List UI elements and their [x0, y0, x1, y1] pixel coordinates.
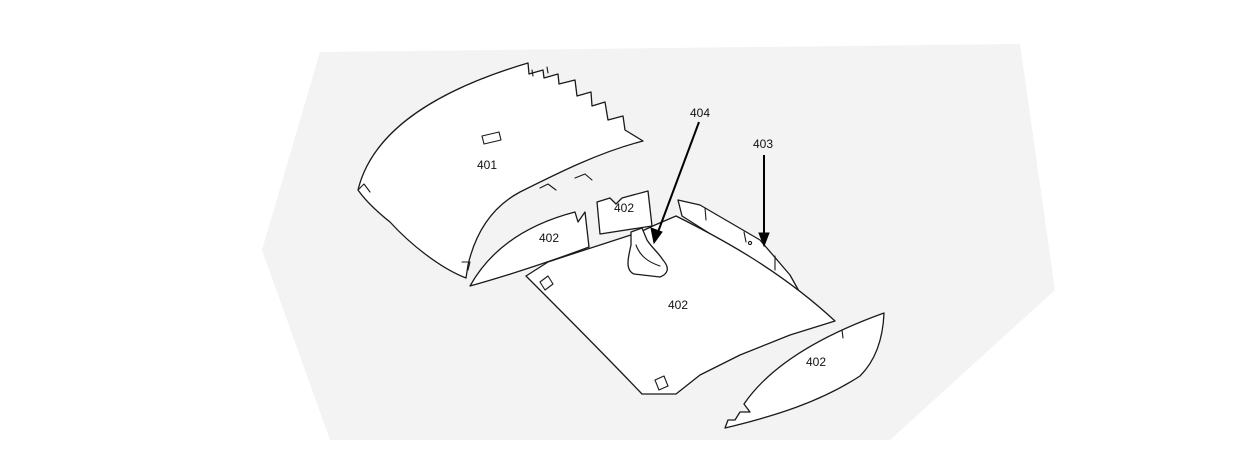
part-404-inner-line	[635, 244, 661, 267]
part-402-base-plate	[525, 215, 836, 395]
part-402-base-corner-slot-tl	[539, 275, 554, 291]
callout-404: 404	[650, 106, 710, 245]
part-402-right-label: 402	[806, 355, 826, 369]
part-401-label: 401	[477, 158, 497, 172]
part-402-small-panel: 402	[596, 190, 653, 235]
part-402-small-label: 402	[614, 201, 634, 215]
callout-403-label: 403	[753, 137, 773, 151]
callout-403-arrowhead	[758, 232, 770, 248]
part-402-base-label: 402	[668, 298, 688, 312]
part-402-left-panel: 402	[469, 211, 590, 287]
part-401: 401	[357, 62, 644, 279]
part-402-right-outline	[724, 312, 885, 429]
part-401-notch-side	[357, 183, 471, 271]
part-401-inner-edge	[539, 173, 593, 191]
part-403-tabs	[704, 207, 776, 271]
part-402-right-notch	[841, 329, 844, 339]
part-402-base-corner-slot-br	[654, 375, 669, 391]
part-402-left-label: 402	[539, 231, 559, 245]
callout-403: 403	[753, 137, 773, 248]
part-402-small-outline	[596, 190, 653, 235]
callout-404-label: 404	[690, 106, 710, 120]
part-402-left-outline	[469, 211, 590, 287]
part-401-notch-top-1	[531, 66, 549, 77]
callout-404-leader-line	[657, 121, 700, 233]
part-402-right-panel: 402	[724, 312, 885, 429]
part-402-base-outline	[525, 215, 836, 395]
part-401-outline	[357, 62, 644, 279]
callout-404-arrowhead	[650, 227, 663, 245]
part-403-hole	[747, 240, 753, 246]
part-404-funnel	[627, 227, 668, 278]
part-401-slot	[481, 131, 502, 145]
